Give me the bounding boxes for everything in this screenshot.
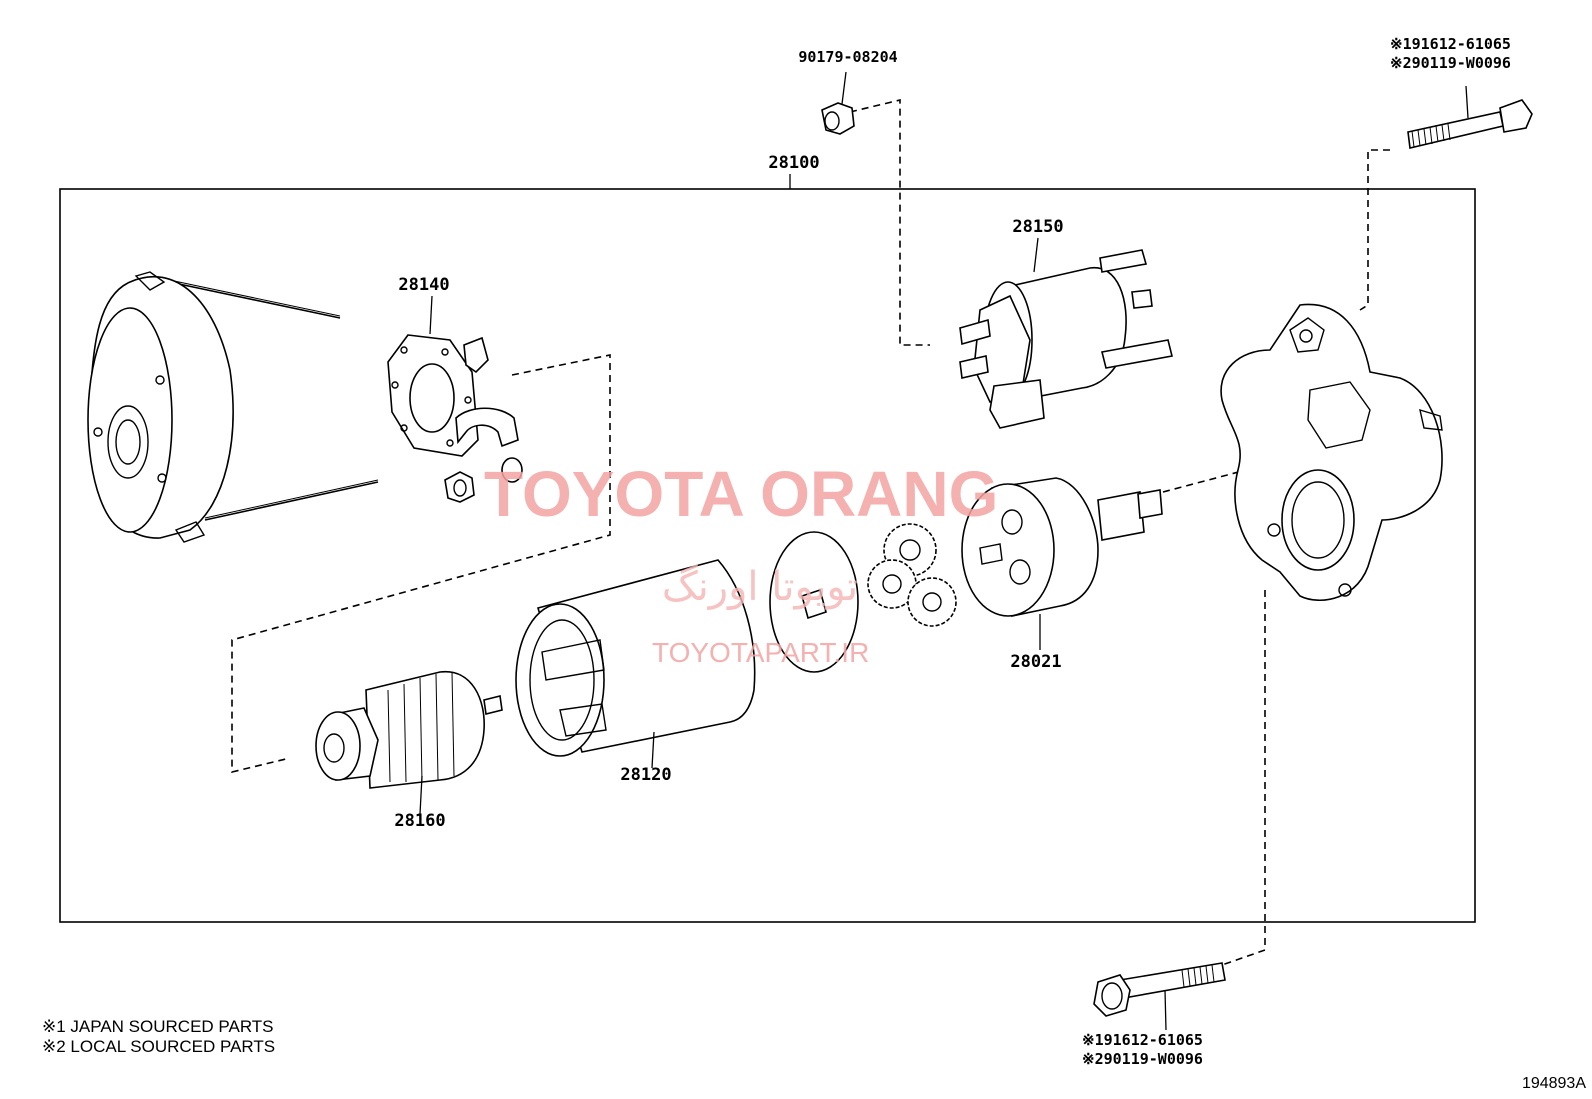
label-solenoid: 28150 — [1012, 217, 1063, 237]
bolt-bottom-part — [1093, 962, 1226, 1031]
clutch-part — [961, 477, 1163, 650]
note-japan: ※1 JAPAN SOURCED PARTS — [42, 1017, 274, 1036]
assembly-frame — [59, 188, 1476, 923]
gear-plate-part — [769, 531, 859, 673]
armature-part — [315, 671, 503, 815]
label-nut-top: 90179-08204 — [798, 48, 897, 66]
end-frame-part — [87, 271, 379, 543]
label-armature: 28160 — [394, 811, 445, 831]
label-bolt-bottom-2: ※290119-W0096 — [1082, 1050, 1203, 1068]
label-clutch: 28021 — [1010, 652, 1061, 672]
watermark-url: TOYOTAPART.IR — [652, 637, 869, 668]
note-local: ※2 LOCAL SOURCED PARTS — [42, 1037, 275, 1056]
label-brush-holder: 28140 — [398, 275, 449, 295]
bolt-top-part — [1407, 85, 1533, 149]
planetary-gears-part — [867, 523, 957, 627]
reference-id: 194893A — [1522, 1075, 1586, 1092]
label-assembly: 28100 — [768, 153, 819, 173]
label-yoke: 28120 — [620, 765, 671, 785]
label-bolt-bottom-1: ※191612-61065 — [1082, 1031, 1203, 1049]
brush-holder-part — [387, 295, 523, 503]
label-bolt-top-1: ※191612-61065 — [1390, 35, 1511, 53]
nut-top-part — [821, 71, 855, 135]
watermark-persian: تویوتا اورنگ — [662, 564, 858, 610]
drive-housing-part — [1220, 303, 1443, 602]
watermark: TOYOTA ORANG تویوتا اورنگ TOYOTAPART.IR — [484, 458, 998, 668]
watermark-brand: TOYOTA ORANG — [484, 458, 998, 530]
label-bolt-top-2: ※290119-W0096 — [1390, 54, 1511, 72]
solenoid-part — [959, 237, 1173, 429]
yoke-part — [515, 559, 756, 769]
